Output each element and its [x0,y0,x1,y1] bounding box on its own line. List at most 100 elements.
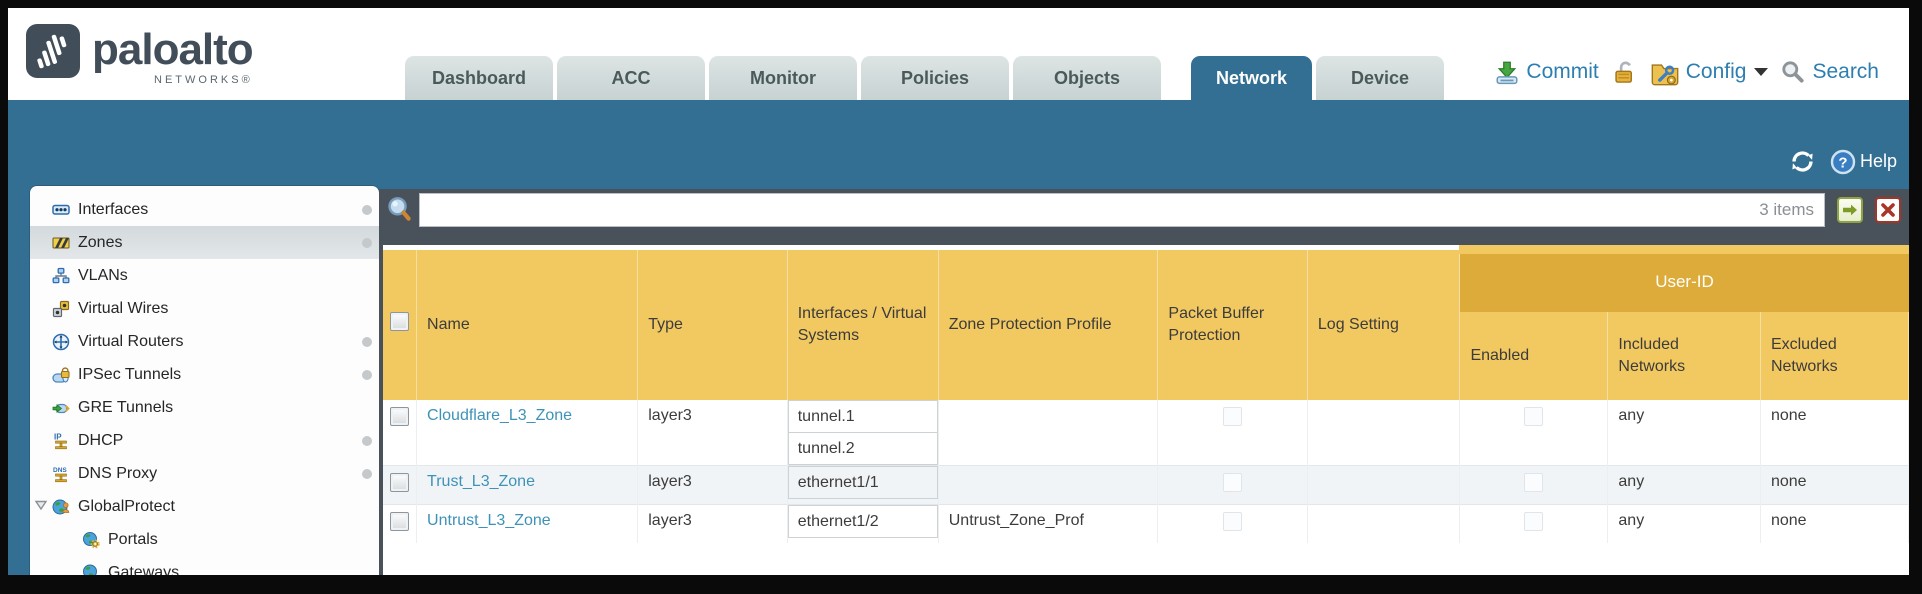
zone-interfaces-cell: ethernet1/2 [787,504,939,543]
sidebar-item-zones[interactable]: Zones [30,226,379,259]
user-id-enabled-checkbox[interactable] [1524,473,1544,492]
zone-name-link[interactable]: Untrust_L3_Zone [427,512,551,529]
expander-icon[interactable] [34,498,48,512]
status-dot [362,238,372,248]
sidebar-item-globalprotect[interactable]: GlobalProtect [30,490,379,523]
lock-button[interactable] [1611,59,1638,86]
filter-search-icon [385,194,415,226]
sidebar-item-label: Virtual Routers [78,332,184,350]
interface-item: ethernet1/2 [787,505,938,538]
commit-button[interactable]: Commit [1494,59,1599,85]
gateways-icon [82,564,100,575]
column-header-type[interactable]: Type [637,249,788,400]
column-header-packet-buffer-protection[interactable]: Packet Buffer Protection [1157,249,1308,400]
zones-table-area: Name Type Interfaces / Virtual Systems Z… [383,245,1909,575]
filter-input[interactable] [420,194,1760,226]
row-checkbox[interactable] [390,512,410,531]
status-dot [362,205,372,215]
content-pane: 3 items [379,189,1909,575]
sidebar-item-label: Virtual Wires [78,299,169,317]
sidebar-list: Interfaces Zones [30,186,379,575]
column-header-excluded-networks[interactable]: Excluded Networks [1760,311,1909,400]
header-utilities: Commit [1494,58,1879,86]
select-all-checkbox[interactable] [390,311,410,331]
filter-bar: 3 items [379,189,1909,231]
logo-wordmark: paloalto [92,25,254,74]
tab-acc[interactable]: ACC [557,56,705,100]
sidebar-item-label: Interfaces [78,200,149,218]
column-header-zone-protection-profile[interactable]: Zone Protection Profile [938,249,1159,400]
search-label: Search [1812,60,1879,83]
sidebar-item-vlans[interactable]: VLANs [30,259,379,292]
packet-buffer-protection-checkbox[interactable] [1223,512,1243,531]
tab-network[interactable]: Network [1191,56,1312,100]
row-checkbox[interactable] [390,473,410,492]
network-sidebar: Interfaces Zones [30,186,379,575]
packet-buffer-protection-checkbox[interactable] [1223,473,1243,492]
packet-buffer-protection-checkbox[interactable] [1223,406,1243,426]
status-dot [362,337,372,347]
help-label: Help [1859,151,1897,171]
log-setting-cell [1307,399,1461,466]
refresh-button[interactable] [1789,148,1816,175]
virtual-routers-icon [52,333,70,351]
dns-proxy-icon: DNS [52,465,70,483]
column-header-log-setting[interactable]: Log Setting [1307,249,1461,400]
tab-dashboard[interactable]: Dashboard [405,56,553,100]
user-id-enabled-checkbox[interactable] [1524,512,1544,531]
table-row[interactable]: Untrust_L3_Zone layer3 ethernet1/2 Untru… [383,504,1909,543]
log-setting-cell [1307,465,1461,505]
global-search-button[interactable]: Search [1780,59,1879,85]
help-button[interactable]: ? Help [1830,149,1897,175]
zone-interfaces-cell: ethernet1/1 [787,465,939,505]
tab-device[interactable]: Device [1316,56,1444,100]
column-header-interfaces[interactable]: Interfaces / Virtual Systems [787,249,939,400]
user-id-enabled-checkbox[interactable] [1524,406,1544,426]
tab-objects[interactable]: Objects [1013,56,1161,100]
table-row[interactable]: Trust_L3_Zone layer3 ethernet1/1 any non… [383,465,1909,505]
sidebar-item-dns-proxy[interactable]: DNS DNS Proxy [30,457,379,490]
excluded-networks-cell: none [1760,504,1909,543]
help-icon: ? [1830,149,1856,175]
column-group-user-id: User-ID [1459,245,1909,312]
sidebar-item-interfaces[interactable]: Interfaces [30,193,379,226]
sidebar-item-dhcp[interactable]: IP DHCP [30,424,379,457]
config-menu-button[interactable]: Config [1650,58,1769,86]
commit-icon [1494,59,1520,85]
sidebar-item-portals[interactable]: Portals [30,523,379,556]
tab-monitor[interactable]: Monitor [709,56,857,100]
chevron-down-icon [1754,68,1769,76]
sidebar-item-virtual-wires[interactable]: Virtual Wires [30,292,379,325]
items-count-label: 3 items [1759,200,1814,219]
apply-filter-button[interactable] [1837,197,1863,223]
tab-policies[interactable]: Policies [861,56,1009,100]
portals-icon [82,531,100,549]
clear-filter-button[interactable] [1875,197,1901,223]
sidebar-item-gre-tunnels[interactable]: GRE Tunnels [30,391,379,424]
excluded-networks-cell: none [1760,399,1909,466]
vlans-icon [52,267,70,285]
sidebar-item-ipsec-tunnels[interactable]: IPSec Tunnels [30,358,379,391]
column-header-name[interactable]: Name [416,249,639,400]
sidebar-item-virtual-routers[interactable]: Virtual Routers [30,325,379,358]
table-row[interactable]: Cloudflare_L3_Zone layer3 tunnel.1 tunne… [383,399,1909,466]
sidebar-item-label: GlobalProtect [78,497,175,515]
app-window: paloalto NETWORKS® Dashboard ACC Monitor… [8,8,1909,575]
zone-type-cell: layer3 [637,465,788,505]
sidebar-item-gateways[interactable]: Gateways [30,556,379,575]
zone-name-link[interactable]: Trust_L3_Zone [427,473,535,490]
column-header-enabled[interactable]: Enabled [1459,311,1609,400]
zone-protection-profile-cell [938,465,1159,505]
column-header-included-networks[interactable]: Included Networks [1607,311,1761,400]
row-checkbox[interactable] [390,406,410,426]
zone-name-link[interactable]: Cloudflare_L3_Zone [427,406,573,424]
status-dot [362,370,372,380]
zone-interfaces-cell: tunnel.1 tunnel.2 [787,399,939,466]
zone-type-cell: layer3 [637,504,788,543]
svg-text:?: ? [1838,154,1847,171]
logo-networks-text: NETWORKS® [154,74,253,86]
included-networks-cell: any [1607,504,1761,543]
ipsec-tunnels-icon [52,366,70,384]
filter-field: 3 items [419,193,1825,227]
interface-item: tunnel.1 [787,399,938,433]
